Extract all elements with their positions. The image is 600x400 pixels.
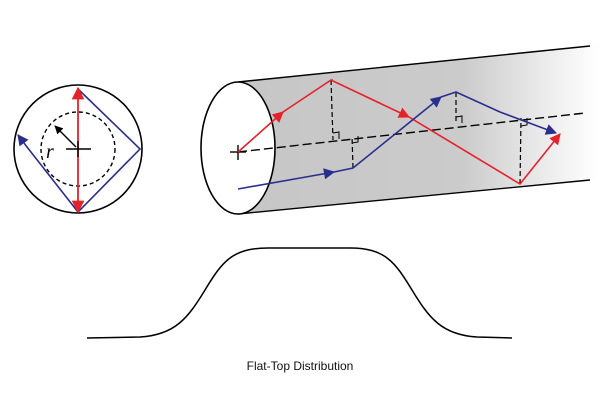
skew-ray-seg-1 [237, 168, 336, 190]
cylinder-bottom-edge [237, 179, 591, 215]
right-angle-mark-4 [520, 118, 528, 127]
right-angle-mark-3 [455, 115, 463, 123]
drop-line-4 [519, 117, 522, 185]
skew-ray-seg-3 [440, 91, 558, 135]
meridional-ray-seg-3 [408, 116, 561, 186]
diagram-caption: Flat-Top Distribution [246, 359, 354, 373]
radius-label: r [46, 141, 54, 163]
cylinder-top-edge [237, 45, 591, 83]
meridional-ray-seg-2 [282, 79, 411, 118]
skew-ray-seg-2 [333, 96, 442, 173]
flat-top-profile-curve [86, 247, 513, 339]
fiber-cylinder [200, 44, 600, 215]
drop-line-2 [351, 135, 354, 169]
right-angle-mark-2 [351, 136, 359, 144]
radius-arrow [54, 125, 77, 148]
right-angle-mark-1 [332, 131, 340, 139]
fiber-cross-section: r [13, 84, 143, 214]
meridional-ray-seg-1 [237, 111, 284, 153]
drop-line-1 [330, 79, 334, 141]
